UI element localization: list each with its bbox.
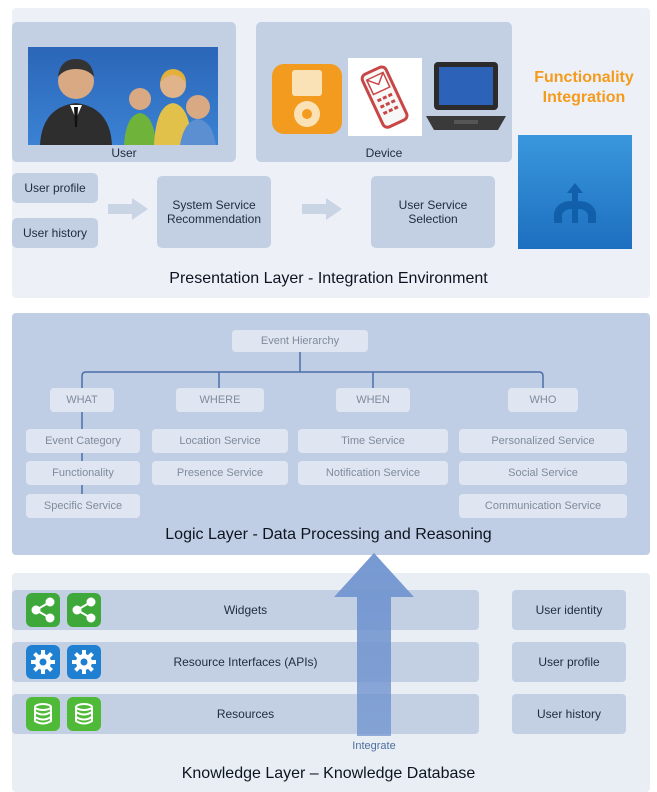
knowledge-layer-title: Knowledge Layer – Knowledge Database — [181, 765, 476, 782]
arrow-right-icon — [302, 198, 342, 220]
database-icon — [67, 697, 101, 731]
personalized-service-box: Personalized Service — [459, 429, 627, 453]
gear-icon — [26, 645, 60, 679]
what-header: WHAT — [50, 388, 114, 412]
user-profile-knowledge-box: User profile — [512, 642, 626, 682]
database-icon — [26, 697, 60, 731]
communication-service-box: Communication Service — [459, 494, 627, 518]
user-profile-box: User profile — [12, 173, 98, 203]
who-header: WHO — [508, 388, 578, 412]
logic-layer-title: Logic Layer - Data Processing and Reason… — [165, 526, 492, 543]
when-header: WHEN — [336, 388, 410, 412]
time-service-box: Time Service — [298, 429, 448, 453]
user-history-box: User history — [12, 218, 98, 248]
presence-service-box: Presence Service — [152, 461, 288, 485]
arrow-right-icon — [108, 198, 148, 220]
where-header: WHERE — [176, 388, 264, 412]
function-integration-icon — [518, 135, 632, 249]
hierarchy-connectors — [81, 352, 544, 500]
user-label: User — [111, 146, 137, 160]
specific-service-box: Specific Service — [26, 494, 140, 518]
event-hierarchy-box: Event Hierarchy — [232, 330, 368, 352]
user-service-selection-box: User Service Selection — [371, 176, 495, 248]
share-icon — [67, 593, 101, 627]
system-service-recommendation-box: System Service Recommendation — [157, 176, 271, 248]
notification-service-box: Notification Service — [298, 461, 448, 485]
social-service-box: Social Service — [459, 461, 627, 485]
business-people-icon — [28, 47, 218, 145]
functionality-integration-title: Functionality Integration — [534, 69, 634, 106]
integrate-label: Integrate — [352, 740, 396, 752]
user-history-knowledge-box: User history — [512, 694, 626, 734]
location-service-box: Location Service — [152, 429, 288, 453]
arrow-up-icon — [334, 553, 414, 736]
user-identity-box: User identity — [512, 590, 626, 630]
event-category-box: Event Category — [26, 429, 140, 453]
user-card: User — [12, 22, 236, 162]
laptop-icon — [424, 60, 508, 136]
functionality-box: Functionality — [26, 461, 140, 485]
presentation-layer-title: Presentation Layer - Integration Environ… — [169, 270, 488, 287]
gear-icon — [67, 645, 101, 679]
mobile-phone-mail-icon — [348, 58, 422, 136]
device-card: Device — [256, 22, 512, 162]
music-player-icon — [270, 62, 344, 136]
share-icon — [26, 593, 60, 627]
device-label: Device — [365, 146, 403, 160]
